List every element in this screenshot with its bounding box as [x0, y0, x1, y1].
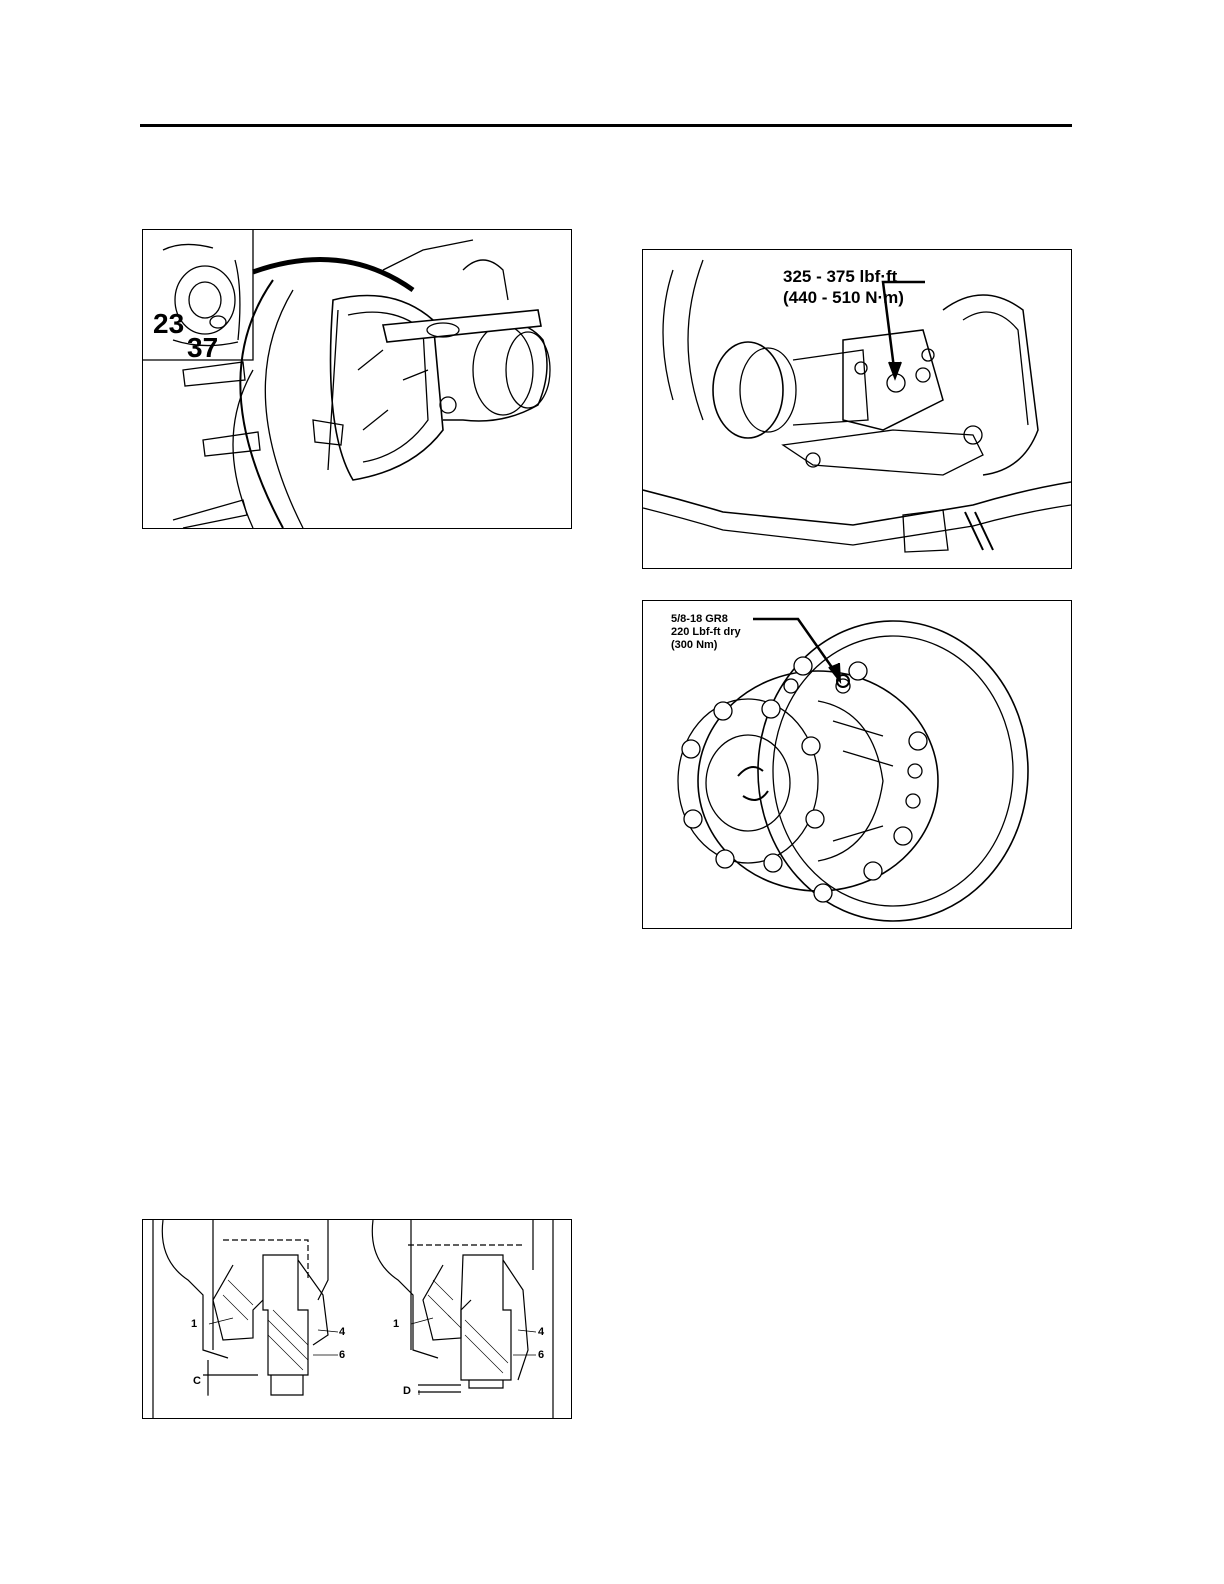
bushing-right-label-6: 6 [538, 1349, 544, 1361]
bolt-spec-line3: (300 Nm) [671, 639, 717, 652]
header-rule [140, 124, 1072, 127]
bushing-illustration [143, 1220, 571, 1418]
bolt-spec-line1: 5/8-18 GR8 [671, 613, 728, 626]
callout-23: 23 [153, 310, 184, 338]
bolt-spec-line2: 220 Lbf-ft dry [671, 626, 741, 639]
torque-spec-line2: (440 - 510 N·m) [783, 287, 904, 308]
hub-figure: 5/8-18 GR8 220 Lbf-ft dry (300 Nm) [642, 600, 1072, 929]
spring-brake-figure: 325 - 375 lbf·ft (440 - 510 N·m) [642, 249, 1072, 569]
bushing-left-label-6: 6 [339, 1349, 345, 1361]
bushing-left-label-c: C [193, 1375, 201, 1387]
bushing-right-label-1: 1 [393, 1318, 399, 1330]
caliper-figure: 23 37 [142, 229, 572, 529]
bushing-left-label-1: 1 [191, 1318, 197, 1330]
bushing-figure: 1 4 6 C 1 4 6 D [142, 1219, 572, 1419]
caliper-illustration [143, 230, 571, 528]
bushing-right-label-4: 4 [538, 1326, 544, 1338]
callout-37: 37 [187, 334, 218, 362]
bushing-left-label-4: 4 [339, 1326, 345, 1338]
bushing-right-label-d: D [403, 1385, 411, 1397]
torque-spec-line1: 325 - 375 lbf·ft [783, 266, 897, 287]
